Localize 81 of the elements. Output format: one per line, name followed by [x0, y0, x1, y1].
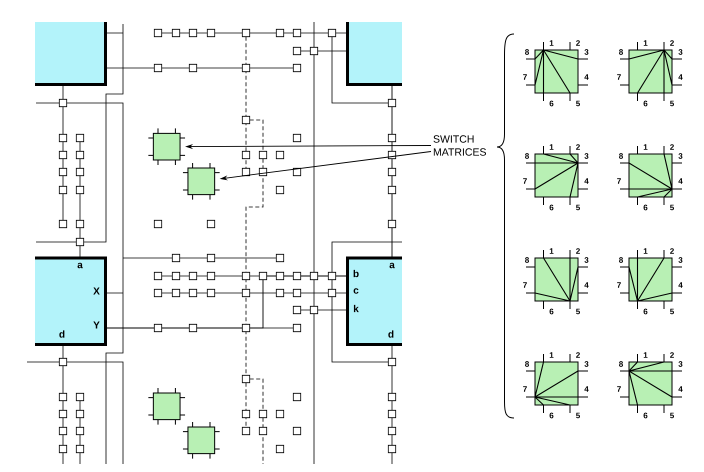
pin-number: 7 [523, 178, 527, 184]
pin-number: 4 [678, 74, 683, 80]
pin-number: 5 [576, 412, 580, 418]
pin-number: 6 [550, 308, 554, 314]
pin-number: 4 [678, 178, 683, 184]
pin-number: 7 [617, 178, 621, 184]
pin-number: 1 [644, 248, 648, 254]
pin-label: b [354, 270, 359, 278]
pin-number: 4 [678, 386, 683, 392]
pin-number: 5 [576, 308, 580, 314]
pin-number: 3 [678, 153, 682, 159]
pin-number: 5 [670, 308, 674, 314]
pin-number: 2 [670, 248, 674, 254]
pin-number: 3 [678, 257, 682, 263]
pin-number: 6 [644, 100, 648, 106]
pin-number: 1 [644, 40, 648, 46]
pin-number: 6 [644, 204, 648, 210]
pin-number: 2 [670, 144, 674, 150]
pin-number: 1 [644, 352, 648, 358]
pin-label: d [59, 330, 64, 338]
pin-number: 8 [619, 361, 623, 367]
pin-number: 4 [584, 386, 589, 392]
pin-number: 8 [619, 257, 623, 263]
switch-matrix [182, 162, 220, 200]
pin-number: 2 [576, 352, 580, 358]
pin-label: Y [93, 322, 100, 328]
pin-number: 4 [584, 178, 589, 184]
pin-number: 8 [619, 153, 623, 159]
pin-label: d [388, 330, 394, 338]
pin-number: 8 [525, 153, 529, 159]
logic-block [35, 22, 107, 86]
switch-matrix [182, 421, 220, 460]
pin-number: 1 [550, 248, 554, 254]
pin-number: 6 [550, 412, 554, 418]
pin-number: 7 [617, 282, 621, 288]
pin-number: 5 [670, 100, 674, 106]
pin-number: 7 [617, 386, 621, 392]
pin-number: 8 [619, 49, 623, 55]
pin-number: 4 [584, 282, 589, 288]
pin-number: 3 [584, 153, 588, 159]
pin-number: 2 [576, 248, 580, 254]
pin-number: 6 [550, 100, 554, 106]
pin-number: 3 [584, 361, 588, 367]
pin-number: 1 [550, 352, 554, 358]
pin-label: a [78, 262, 83, 268]
pin-number: 7 [523, 282, 527, 288]
pin-number: 5 [670, 412, 674, 418]
pin-number: 4 [584, 74, 589, 80]
pin-label: X [93, 288, 100, 294]
pin-number: 2 [670, 40, 674, 46]
switch-matrix [148, 387, 186, 426]
pin-label: k [354, 304, 359, 312]
pin-number: 5 [576, 100, 580, 106]
pin-number: 2 [576, 40, 580, 46]
pin-number: 3 [678, 361, 682, 367]
pin-number: 8 [525, 361, 529, 367]
pin-number: 5 [670, 204, 674, 210]
callout-text: SWITCH MATRICES [433, 135, 486, 156]
pin-number: 8 [525, 257, 529, 263]
pin-number: 5 [576, 204, 580, 210]
pin-number: 6 [550, 204, 554, 210]
wire [106, 276, 346, 328]
pin-number: 1 [644, 144, 648, 150]
pin-number: 1 [550, 144, 554, 150]
pin-number: 7 [617, 74, 621, 80]
pin-number: 6 [644, 308, 648, 314]
pin-number: 2 [576, 144, 580, 150]
pin-number: 4 [678, 282, 683, 288]
pin-number: 1 [550, 40, 554, 46]
pin-label: c [354, 288, 358, 294]
pin-number: 3 [678, 49, 682, 55]
pin-number: 2 [670, 352, 674, 358]
pin-number: 3 [584, 49, 588, 55]
pin-number: 7 [523, 386, 527, 392]
switch-matrix [148, 128, 186, 166]
pin-label: a [390, 262, 395, 268]
pin-number: 6 [644, 412, 648, 418]
pin-number: 3 [584, 257, 588, 263]
pin-number: 7 [523, 74, 527, 80]
pin-number: 8 [525, 49, 529, 55]
logic-block [346, 22, 402, 86]
